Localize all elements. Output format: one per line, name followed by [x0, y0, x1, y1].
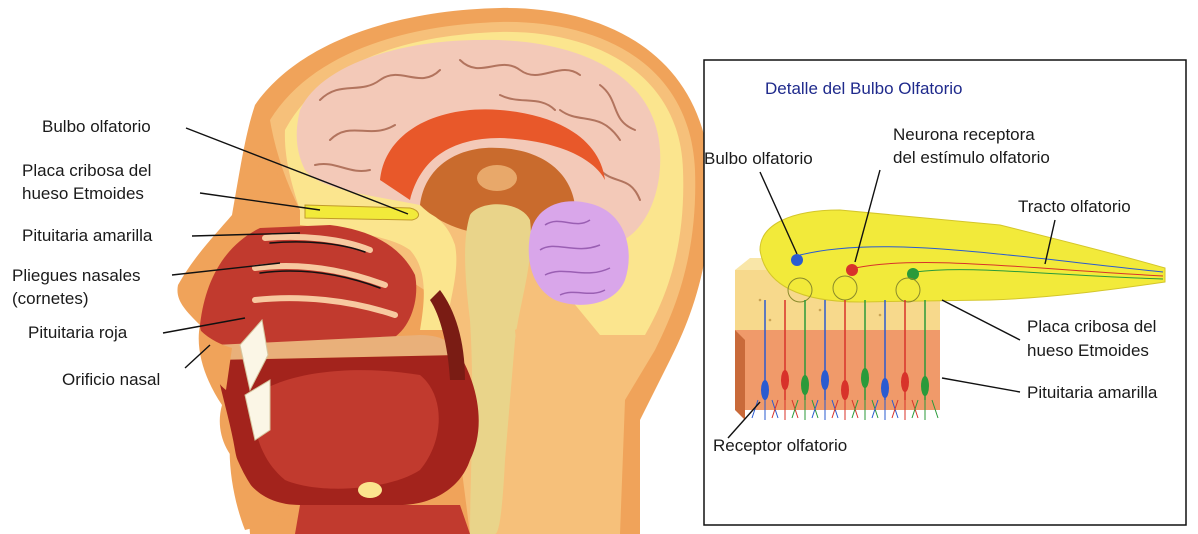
neuron-blue — [791, 254, 803, 266]
label-bulbo-olfatorio: Bulbo olfatorio — [42, 117, 151, 136]
label-pituitaria-amarilla: Pituitaria amarilla — [22, 226, 153, 245]
detail-label-receptor: Receptor olfatorio — [713, 436, 847, 455]
neuron-red — [846, 264, 858, 276]
frontal-sinus — [258, 140, 278, 200]
label-placa-cribosa-line1: Placa cribosa del — [22, 161, 151, 180]
detail-label-neurona-line1: Neurona receptora — [893, 125, 1035, 144]
hyoid — [358, 482, 382, 498]
detail-panel: Detalle del Bulbo Olfatorio — [704, 60, 1186, 525]
detail-label-neurona-line2: del estímulo olfatorio — [893, 148, 1050, 167]
detail-label-tracto: Tracto olfatorio — [1018, 197, 1131, 216]
detail-label-placa-line2: hueso Etmoides — [1027, 341, 1149, 360]
head-labels: Bulbo olfatorio Placa cribosa del hueso … — [12, 117, 160, 389]
detail-label-pituitaria: Pituitaria amarilla — [1027, 383, 1158, 402]
label-orificio-nasal: Orificio nasal — [62, 370, 160, 389]
detail-label-bulbo: Bulbo olfatorio — [704, 149, 813, 168]
thalamus — [477, 165, 517, 191]
tongue — [254, 370, 439, 489]
label-pituitaria-roja: Pituitaria roja — [28, 323, 128, 342]
detail-title: Detalle del Bulbo Olfatorio — [765, 79, 963, 98]
head-cross-section: Bulbo olfatorio Placa cribosa del hueso … — [12, 8, 711, 534]
detail-label-placa-line1: Placa cribosa del — [1027, 317, 1156, 336]
cerebellum — [529, 201, 629, 305]
label-pliegues-nasales-line2: (cornetes) — [12, 289, 89, 308]
neck — [295, 505, 470, 534]
detail-pituitaria-side — [735, 330, 745, 420]
label-placa-cribosa-line2: hueso Etmoides — [22, 184, 144, 203]
label-pliegues-nasales-line1: Pliegues nasales — [12, 266, 141, 285]
